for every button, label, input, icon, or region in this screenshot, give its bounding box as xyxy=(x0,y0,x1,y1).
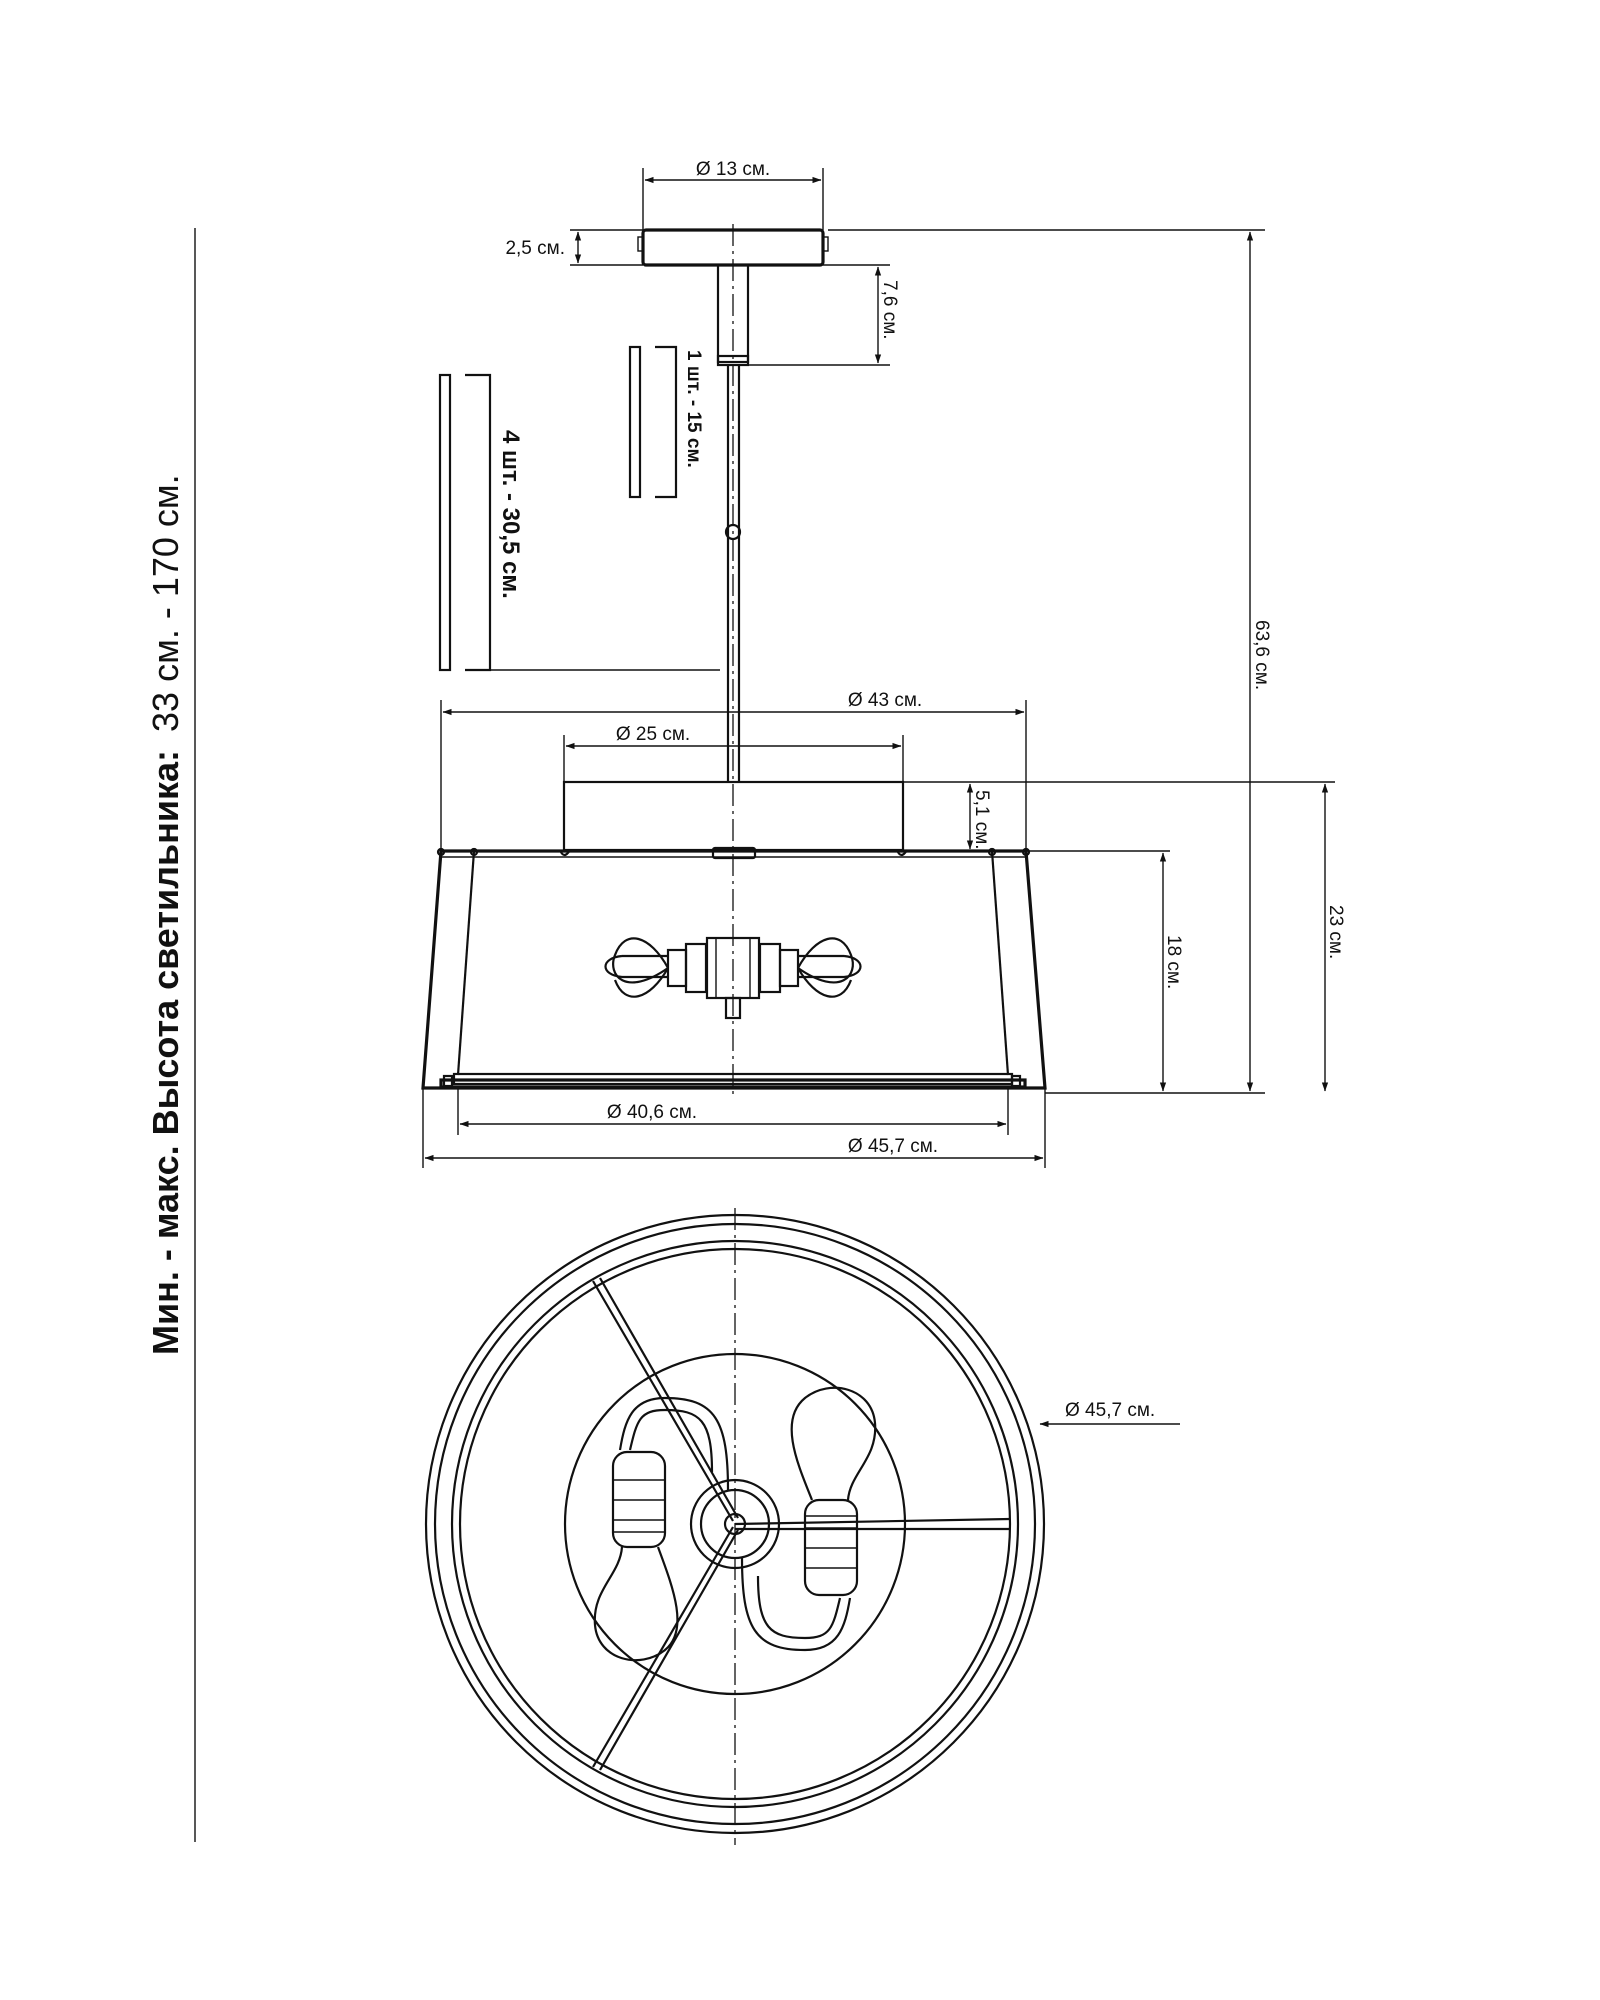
dim-plan-diameter: Ø 45,7 см. xyxy=(1065,1400,1155,1421)
plan-bulb-left xyxy=(593,1546,679,1662)
rod-long-label: 4 шт. - 30,5 см. xyxy=(497,430,524,599)
rod-short-label: 1 шт. - 15 см. xyxy=(683,350,704,468)
dim-coupler-length: 7,6 см. xyxy=(879,280,900,340)
dim-diffuser-diameter: Ø 40,6 см. xyxy=(607,1102,697,1123)
dim-shade-top-diameter: Ø 43 см. xyxy=(848,690,922,711)
dim-top-plate-diameter: Ø 25 см. xyxy=(616,724,690,745)
plan-bulb-right xyxy=(790,1386,877,1501)
side-height-label-value: 33 см. - 170 см. xyxy=(145,474,186,732)
plan-top-plate xyxy=(563,1352,907,1696)
elevation-view: Ø 13 см. 2,5 см. 7,6 см. 63,6 см. Ø 43 с… xyxy=(421,159,1346,1168)
dim-shade-height: 18 см. xyxy=(1163,935,1184,989)
dim-total-height: 63,6 см. xyxy=(1251,620,1272,690)
coupler xyxy=(716,263,750,364)
dim-top-plate-height: 5,1 см. xyxy=(971,790,992,850)
side-height-label-prefix: Мин. - макс. Высота светильника: xyxy=(145,750,186,1355)
lamp-cluster xyxy=(604,936,862,1020)
dim-body-height: 23 см. xyxy=(1325,905,1346,959)
rod-joint xyxy=(724,523,742,541)
dim-canopy-diameter: Ø 13 см. xyxy=(696,159,770,180)
plan-view: Ø 45,7 см. xyxy=(424,1208,1180,1845)
long-rods: 4 шт. - 30,5 см. xyxy=(438,373,524,672)
dim-shade-bottom-diameter: Ø 45,7 см. xyxy=(848,1136,938,1157)
dim-canopy-height: 2,5 см. xyxy=(505,238,565,259)
plan-outer-ring xyxy=(424,1213,1046,1835)
short-rod: 1 шт. - 15 см. xyxy=(628,345,704,499)
side-height-label: Мин. - макс. Высота светильника: 33 см. … xyxy=(145,474,186,1355)
lamp-shade xyxy=(421,849,1047,1090)
plan-hub xyxy=(689,1478,781,1570)
